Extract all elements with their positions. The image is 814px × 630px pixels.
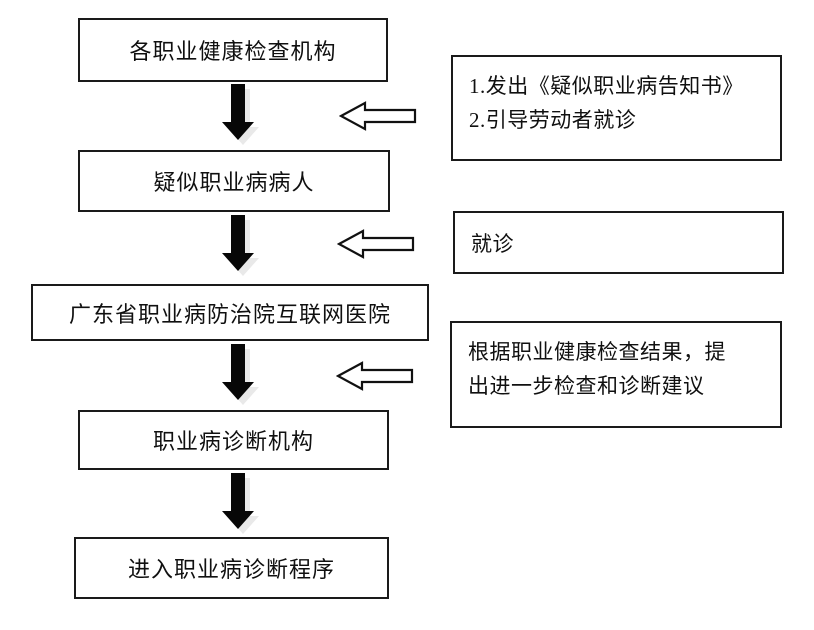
flow-box-label: 进入职业病诊断程序 — [127, 557, 335, 582]
down-arrow-icon-4 — [222, 473, 268, 537]
note-line: 根据职业健康检查结果，提 — [468, 340, 726, 364]
hollow-left-arrow-icon-1 — [339, 100, 417, 132]
note-box-advice[interactable]: 根据职业健康检查结果，提 出进一步检查和诊断建议 — [450, 321, 782, 428]
flow-box-label: 广东省职业病防治院互联网医院 — [68, 301, 391, 327]
down-arrow-icon-3 — [222, 344, 268, 408]
flow-box-label: 职业病诊断机构 — [152, 429, 314, 454]
flow-box-diagnosis-agency[interactable]: 职业病诊断机构 — [78, 410, 389, 470]
hollow-left-arrow-icon-2 — [337, 228, 415, 260]
hollow-left-arrow-icon-3 — [336, 360, 414, 392]
note-line: 2.引导劳动者就诊 — [469, 108, 637, 133]
note-line: 1.发出《疑似职业病告知书》 — [469, 74, 744, 98]
flow-box-suspected-patient[interactable]: 疑似职业病病人 — [78, 150, 390, 212]
flow-box-label: 各职业健康检查机构 — [129, 39, 337, 64]
note-line: 出进一步检查和诊断建议 — [468, 374, 705, 399]
flow-box-enter-diagnosis-procedure[interactable]: 进入职业病诊断程序 — [74, 537, 389, 599]
note-box-notice[interactable]: 1.发出《疑似职业病告知书》 2.引导劳动者就诊 — [451, 55, 782, 161]
flow-box-internet-hospital[interactable]: 广东省职业病防治院互联网医院 — [31, 284, 429, 341]
flow-box-inspection-agencies[interactable]: 各职业健康检查机构 — [78, 18, 388, 82]
flow-box-label: 疑似职业病病人 — [153, 170, 315, 195]
note-line: 就诊 — [471, 232, 514, 256]
note-box-visit[interactable]: 就诊 — [453, 211, 784, 274]
down-arrow-icon-1 — [222, 84, 268, 148]
down-arrow-icon-2 — [222, 215, 268, 279]
